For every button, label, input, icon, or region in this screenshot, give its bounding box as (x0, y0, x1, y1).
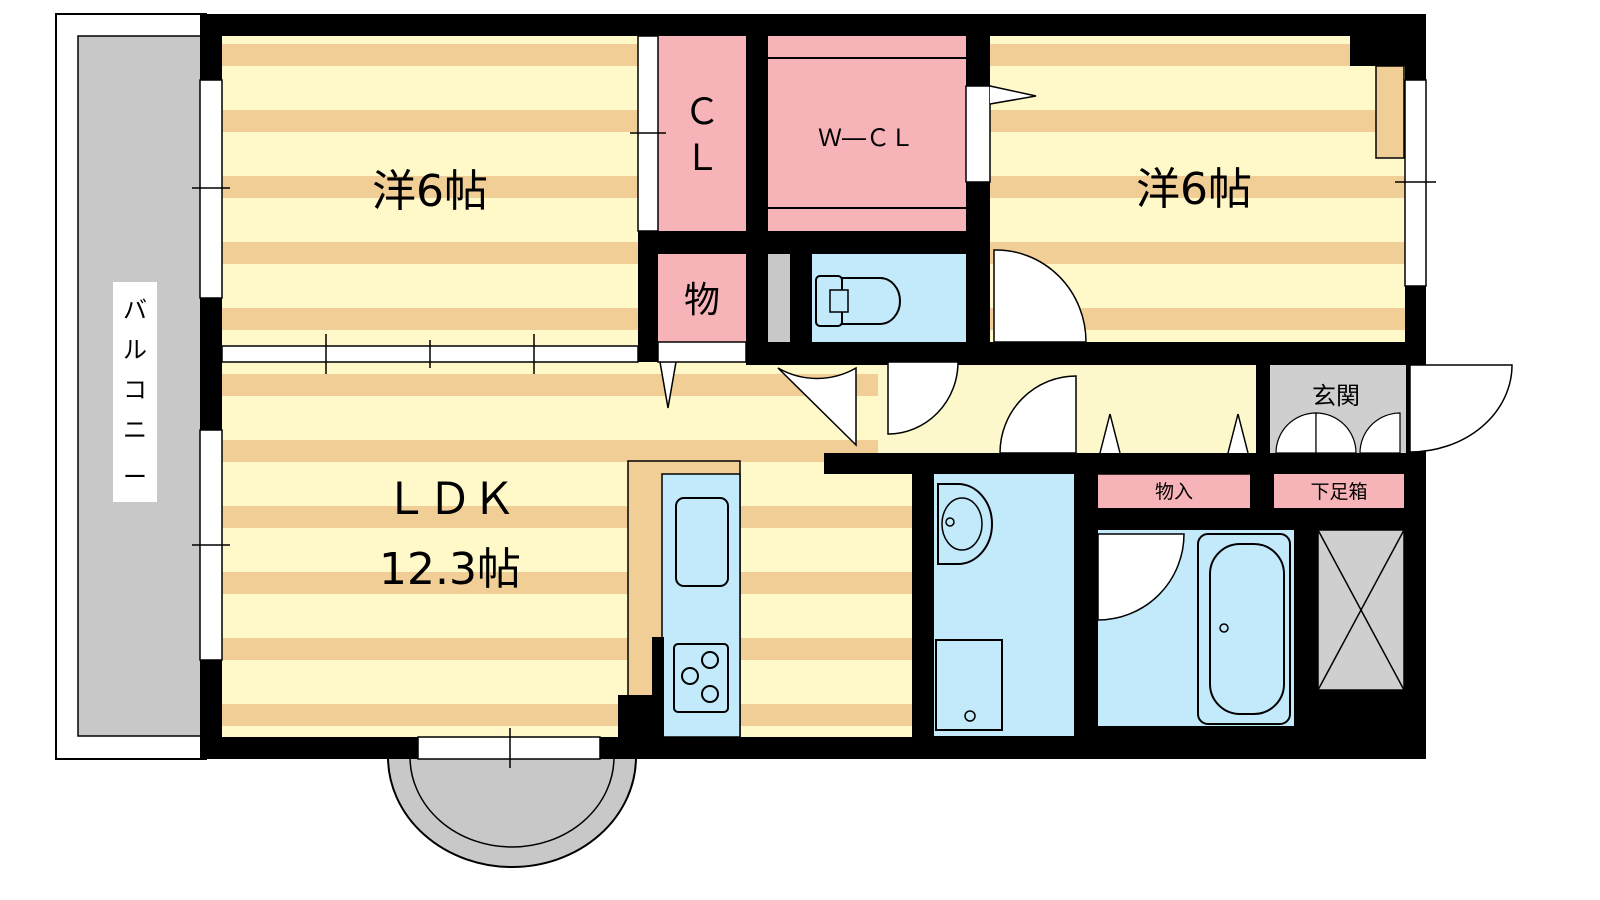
wic-door (965, 85, 991, 183)
door-bathroom (1097, 533, 1185, 621)
door-entrance (1409, 364, 1513, 453)
closet-cl (658, 36, 746, 231)
window-left-upper (199, 79, 223, 299)
wall-ldk-top (746, 342, 1406, 365)
label-ldk: ＬＤＫ (384, 474, 516, 525)
storage-room (658, 254, 746, 342)
label-walk-in-closet: Ｗ―ＣＬ (818, 124, 914, 152)
wall-closet-top (638, 231, 990, 254)
wall-storage-left (638, 231, 658, 362)
door-washroom (999, 375, 1077, 454)
ldk-door-swing (659, 361, 677, 409)
label-closet-l: Ｌ (684, 138, 720, 179)
balcony-char-5: ー (123, 463, 147, 491)
stove-burner-2 (681, 667, 699, 685)
wall-bath-top (1074, 508, 1406, 530)
label-ldk-size: 12.3帖 (379, 544, 521, 595)
wic-door-swing (989, 85, 1037, 105)
balcony-char-3: コ (123, 376, 147, 404)
door-shoe-3 (1359, 412, 1401, 454)
washbasin-drain (945, 517, 955, 527)
balcony-char-4: ニ (123, 416, 147, 444)
label-storage: 物 (684, 280, 720, 321)
wall-wash-right (1074, 453, 1098, 737)
toilet-seat-hinge (829, 289, 849, 313)
balcony-char-2: ル (123, 336, 147, 364)
window-right (1404, 79, 1427, 287)
walk-in-closet (768, 36, 966, 231)
bathtub-icon (1197, 533, 1291, 725)
door-shoe-2 (1315, 412, 1357, 454)
label-western-left: 洋6帖 (372, 166, 488, 217)
stove-plate (673, 643, 729, 713)
door-toilet (887, 361, 959, 435)
right-room-corner (1350, 36, 1405, 66)
label-shoe-cabinet: 下足箱 (1310, 481, 1367, 503)
washbasin-inner (941, 497, 983, 551)
stove-burner-1 (701, 651, 719, 669)
label-closet-c: Ｃ (684, 92, 720, 133)
shoe-cabinet (1274, 474, 1404, 508)
bathtub-inner (1209, 543, 1285, 715)
storage-door-strip (657, 341, 747, 363)
room-western-left (222, 36, 638, 346)
bay-window (386, 756, 638, 868)
washing-machine-pan (935, 639, 1003, 731)
balcony-label-bg (113, 282, 157, 502)
washbasin-bowl (937, 483, 993, 565)
washbasin-icon (937, 483, 993, 565)
toilet-icon (815, 275, 901, 327)
storage-door-2 (1227, 413, 1249, 454)
toilet-tank-strip (768, 254, 790, 342)
label-entrance: 玄関 (1312, 382, 1360, 410)
stove-icon (673, 643, 729, 713)
balcony-char-1: バ (123, 296, 147, 324)
bay-window-inner (409, 756, 615, 848)
storage-door-1 (1099, 413, 1121, 454)
right-room-closet (1375, 65, 1405, 159)
label-storage-small: 物入 (1155, 481, 1193, 503)
wall-storage-right (746, 36, 768, 342)
stove-burner-3 (701, 685, 719, 703)
bathtub-drain (1219, 623, 1229, 633)
washing-machine-drain (964, 710, 976, 722)
door-right-room (993, 249, 1087, 343)
room-ldk (222, 362, 912, 737)
washing-machine-icon (935, 639, 1003, 731)
sink-icon (675, 497, 729, 587)
label-western-right: 洋6帖 (1136, 164, 1252, 215)
wall-entrance-left (1256, 365, 1270, 453)
shaft-cross-2 (1317, 529, 1405, 691)
shaft-icon (1317, 529, 1405, 691)
wall-wash-left (912, 453, 934, 737)
kitchen-wall-corner (618, 695, 664, 737)
wall-hall-bottom (824, 453, 1406, 474)
wall-bath-right (1294, 508, 1318, 737)
window-bottom (417, 736, 601, 760)
storage-small-cabinet (1098, 474, 1250, 508)
door-ldk (777, 366, 857, 447)
toilet-bowl (841, 277, 901, 325)
